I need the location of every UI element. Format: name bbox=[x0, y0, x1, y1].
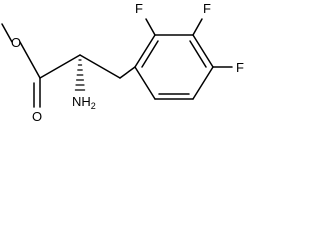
atom-label-f-right: F bbox=[236, 60, 244, 75]
bond-methyl-o bbox=[1, 23, 13, 43]
ring-bond-c3-c4 bbox=[192, 34, 214, 68]
ring-bond-c6-c1 bbox=[134, 66, 156, 100]
bond-o-carbonyl-c bbox=[19, 41, 41, 79]
ring-bond-c1-c2 bbox=[134, 34, 156, 68]
stereo-hash-wedge bbox=[74, 59, 86, 91]
bond-alpha-ch2 bbox=[79, 54, 121, 79]
bond-c3-f bbox=[192, 18, 203, 36]
bond-ch2-ring bbox=[119, 66, 136, 79]
amine-subscript: 2 bbox=[91, 101, 96, 111]
molecule-structure: F F F O O NH2 bbox=[1, 1, 244, 124]
atom-label-o-ether: O bbox=[11, 35, 21, 50]
bond-c2-f bbox=[145, 18, 156, 36]
atom-label-f-top-right: F bbox=[203, 1, 211, 16]
ring-bond-c4-c5 bbox=[192, 66, 214, 100]
atom-label-amine: NH2 bbox=[72, 94, 96, 111]
ring-double-c1-c2 bbox=[141, 40, 159, 68]
ring-double-c3-c4 bbox=[189, 40, 207, 68]
amine-nh-text: NH bbox=[72, 94, 91, 109]
atom-label-o-carbonyl: O bbox=[32, 109, 42, 124]
bond-carbonyl-alpha bbox=[39, 54, 81, 79]
atom-label-f-top-left: F bbox=[135, 1, 143, 16]
